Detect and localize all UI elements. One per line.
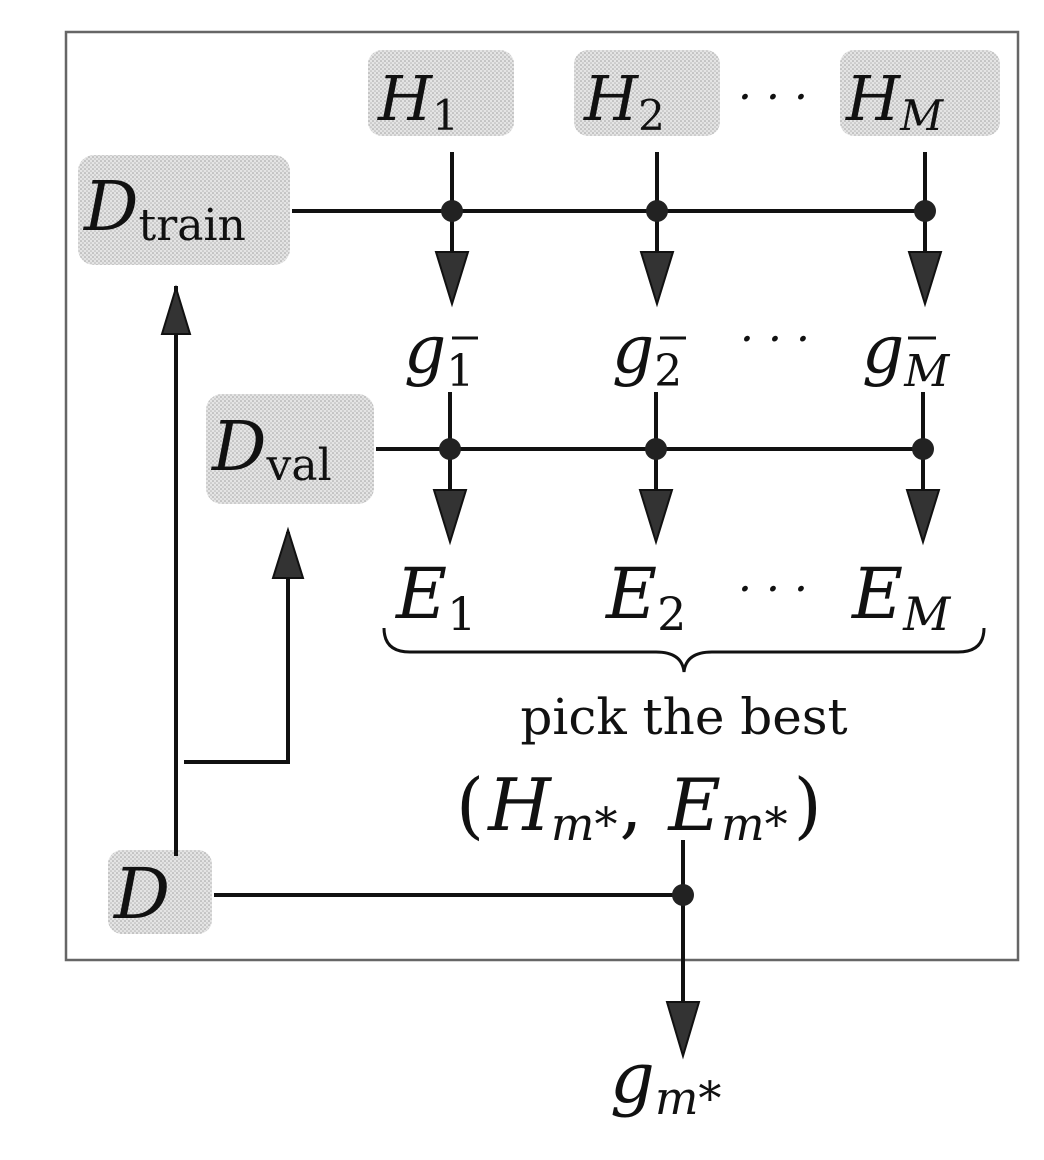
d-box xyxy=(108,850,212,934)
arrow-g1-e1 xyxy=(432,489,468,546)
model-1-label: g1 xyxy=(404,311,474,397)
h2-box xyxy=(574,50,720,136)
hypothesis-2-label: H2 xyxy=(583,62,665,140)
arrow-h1-g1 xyxy=(434,251,470,308)
model-2-label: g2 xyxy=(612,311,682,397)
arrow-h2-g2 xyxy=(639,251,675,308)
train-node-2 xyxy=(646,200,668,222)
val-node-m xyxy=(912,438,934,460)
arrow-to-final xyxy=(665,1001,701,1060)
hypothesis-1-label: H1 xyxy=(377,62,459,140)
final-node xyxy=(672,884,694,906)
val-node-1 xyxy=(439,438,461,460)
error-ellipsis: · · · xyxy=(738,564,808,615)
val-node-2 xyxy=(645,438,667,460)
dval-box xyxy=(206,394,374,504)
final-model-label: gm* xyxy=(610,1037,721,1125)
d-to-val-line xyxy=(184,532,290,764)
arrow-g2-e2 xyxy=(638,489,674,546)
model-m-label: gM xyxy=(862,311,950,397)
arrow-to-train xyxy=(160,284,192,335)
error-brace xyxy=(382,627,986,673)
selection-formula: (Hm*,Em*) xyxy=(456,763,822,851)
full-set-label: D xyxy=(112,853,170,935)
train-set-label: Dtrain xyxy=(82,168,246,251)
error-1-label: E1 xyxy=(394,553,476,641)
train-node-1 xyxy=(441,200,463,222)
arrow-hm-gm xyxy=(907,251,943,308)
model-ellipsis: · · · xyxy=(740,314,810,365)
arrow-gm-em xyxy=(905,489,941,546)
error-2-label: E2 xyxy=(604,553,686,641)
h1-box xyxy=(368,50,514,136)
hm-box xyxy=(840,50,1000,136)
hypothesis-m-label: HM xyxy=(845,62,944,140)
val-set-label: Dval xyxy=(210,408,332,491)
error-m-label: EM xyxy=(850,553,952,641)
dtrain-box xyxy=(78,155,290,265)
selection-label: pick the best xyxy=(520,688,847,746)
hypothesis-ellipsis: · · · xyxy=(738,72,808,123)
arrow-to-val xyxy=(271,526,305,579)
train-node-m xyxy=(914,200,936,222)
